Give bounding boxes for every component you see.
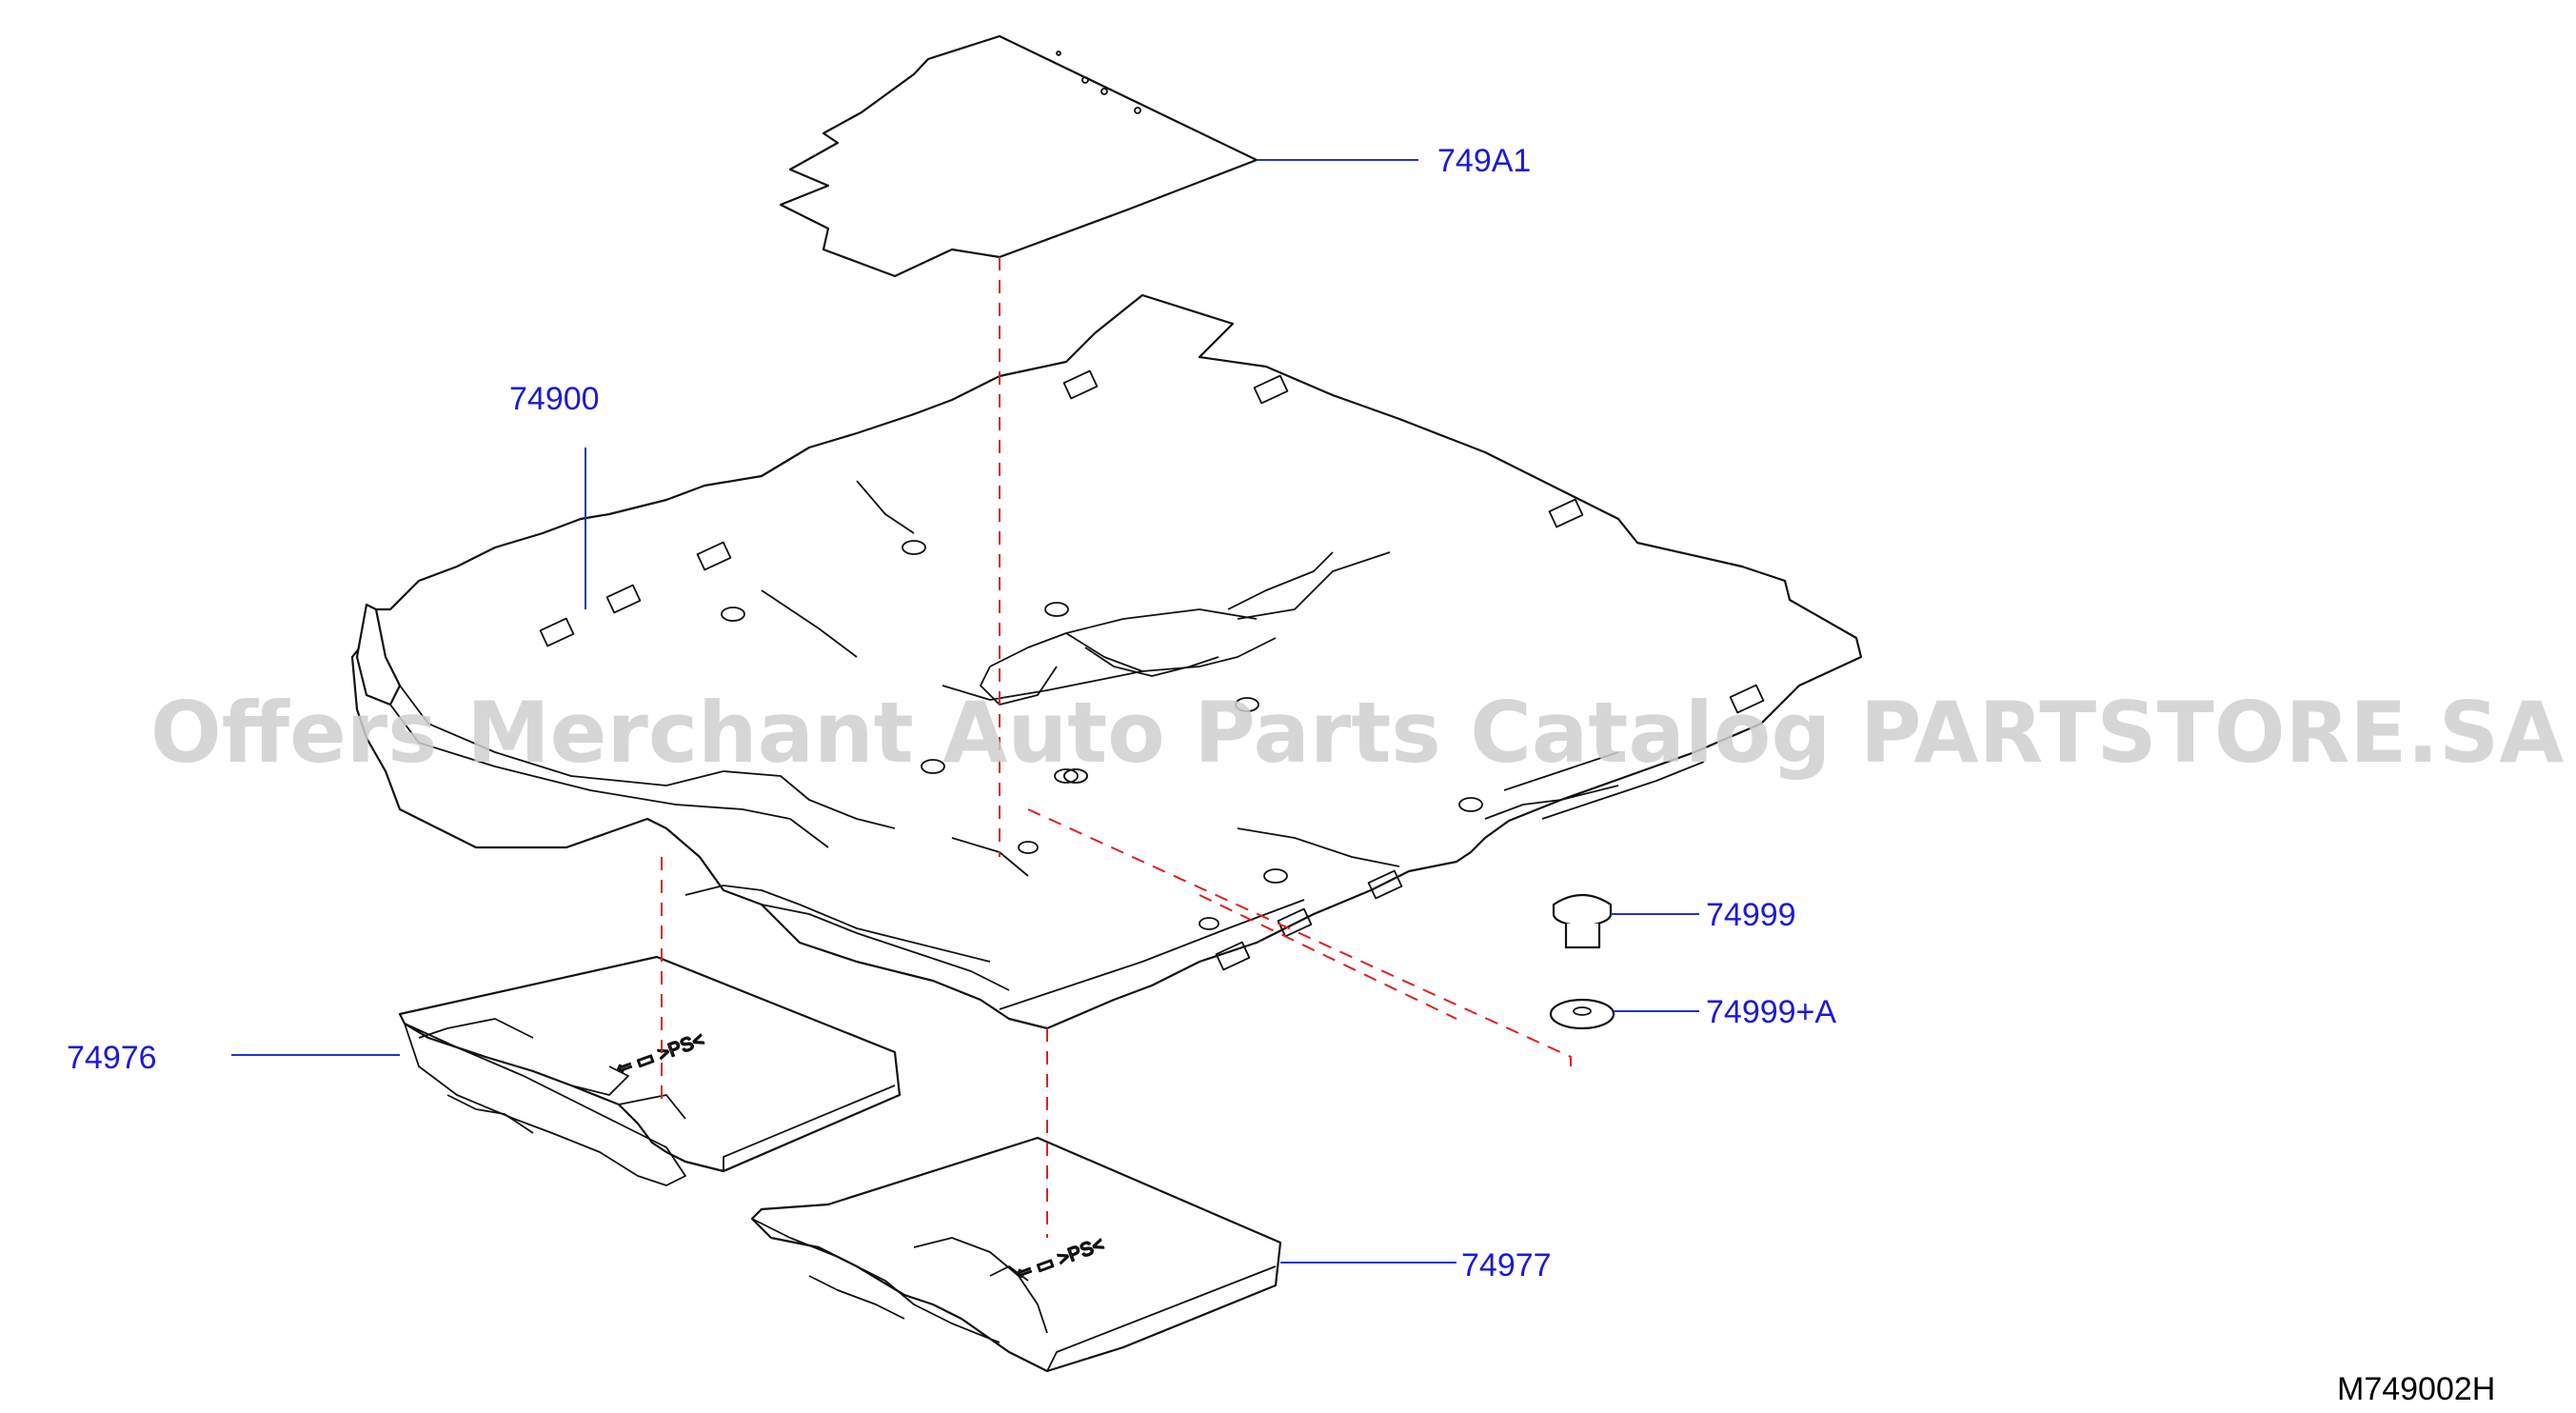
part-74900-drawing <box>350 293 1863 1030</box>
part-label-749A1[interactable]: 749A1 <box>1437 143 1531 179</box>
watermark-text: Offers Merchant Auto Parts Catalog PARTS… <box>150 684 2564 782</box>
leader-lines <box>231 159 1699 1264</box>
part-74999-drawing <box>1552 894 1613 949</box>
part-label-74977[interactable]: 74977 <box>1461 1247 1552 1284</box>
part-74976-drawing: ⇐ ▭ >PS< <box>398 955 902 1186</box>
part-749A1-drawing <box>779 34 1258 278</box>
diagram-code: M749002H <box>2337 1371 2495 1407</box>
part-label-74900[interactable]: 74900 <box>509 381 600 417</box>
part-74977-drawing: ⇐ ▭ >PS< <box>750 1136 1282 1373</box>
part-label-74999A[interactable]: 74999+A <box>1706 994 1836 1030</box>
part-label-74976[interactable]: 74976 <box>67 1040 157 1076</box>
part-74999A-drawing <box>1549 998 1615 1030</box>
part-label-74999[interactable]: 74999 <box>1706 897 1796 933</box>
assembly-lines <box>661 257 1572 1238</box>
